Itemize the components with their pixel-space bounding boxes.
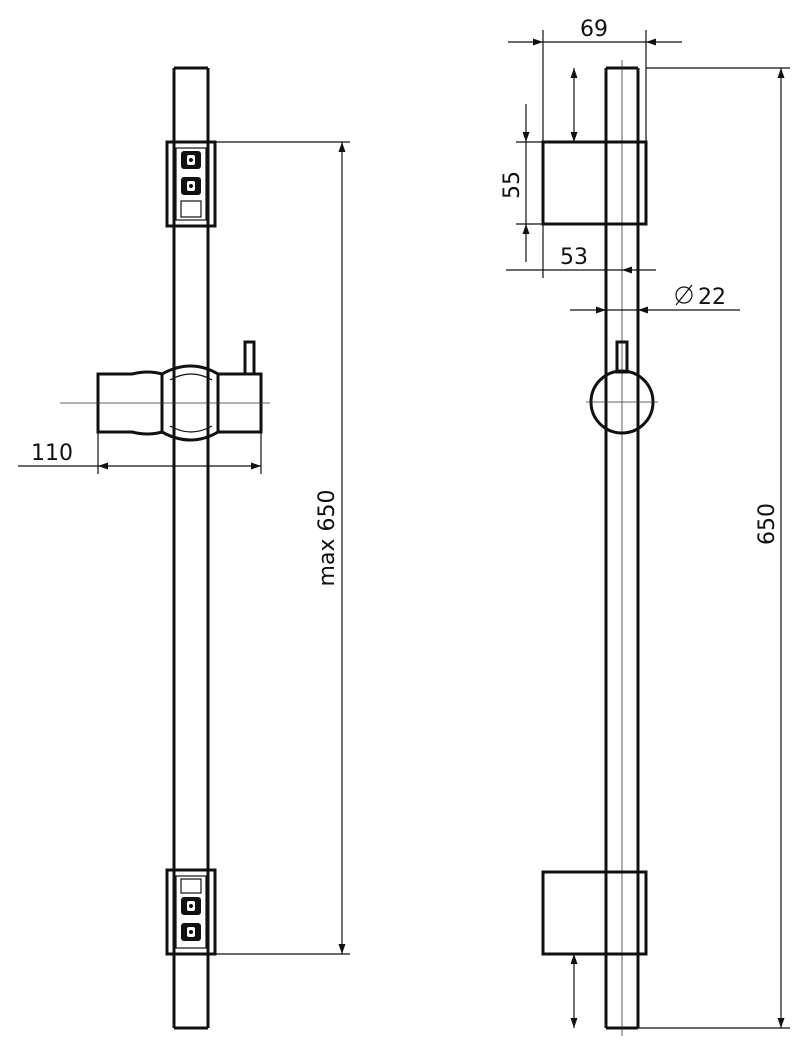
front-bottom-bracket (165, 868, 217, 956)
dimension-label-bracket-depth: 53 (560, 245, 588, 270)
dimension-slider-width: 110 (18, 432, 262, 474)
screw-icon (181, 897, 201, 915)
dimension-label-overall-length: 650 (755, 503, 780, 545)
side-slider (586, 340, 658, 435)
dimension-rail-diameter: 22 (570, 284, 740, 314)
dimension-bracket-depth: 53 (506, 224, 656, 278)
dimension-wall-offset: 69 (508, 17, 682, 142)
side-bottom-bracket (541, 870, 648, 956)
screw-icon (181, 151, 201, 169)
dimension-label-rail-diameter: 22 (698, 285, 726, 310)
dimension-label-wall-offset: 69 (580, 17, 608, 42)
dimension-bracket-spacing: max 650 (215, 141, 350, 955)
dimension-bracket-height: 55 (500, 104, 543, 262)
front-slider (60, 340, 270, 442)
dimension-overall-length: 650 (638, 68, 790, 1029)
dimension-label-bracket-height: 55 (500, 171, 525, 199)
dimension-label-bracket-spacing: max 650 (315, 490, 340, 587)
side-view: 69 55 53 (500, 17, 790, 1036)
diameter-icon (675, 284, 693, 306)
front-top-bracket (165, 140, 217, 228)
side-top-bracket (541, 140, 648, 226)
front-rail (172, 66, 210, 1030)
dimension-label-slider-width: 110 (31, 441, 73, 466)
front-view: 110 max 650 (18, 66, 350, 1030)
side-rail (604, 60, 640, 1036)
screw-icon (181, 177, 201, 195)
screw-icon (181, 923, 201, 941)
